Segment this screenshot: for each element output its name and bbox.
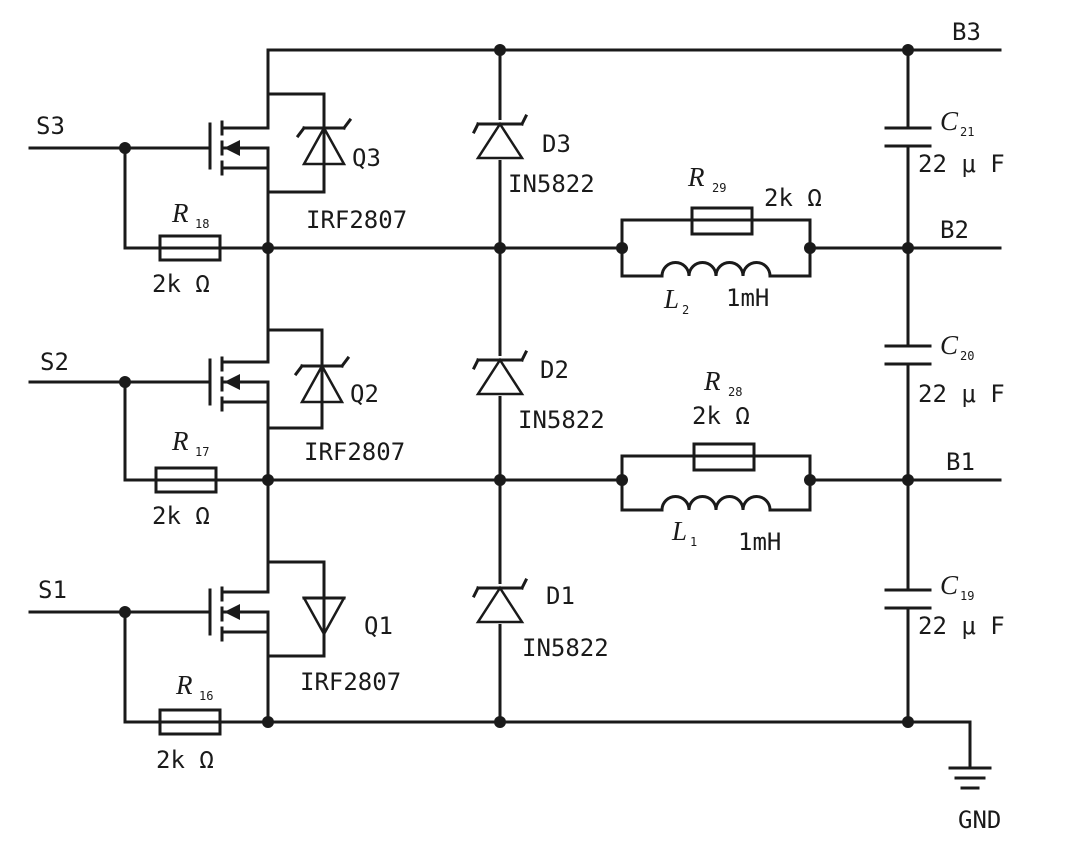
r28-subscript: 28 [728,385,742,399]
r29-subscript: 29 [712,181,726,195]
diode-d3-part: IN5822 [508,170,595,198]
inductor-l2 [620,261,812,278]
c20-value: 22 μ F [918,380,1005,408]
mosfet-q1-name: Q1 [364,612,393,640]
ground-symbol [948,720,992,790]
mosfet-q2-part: IRF2807 [304,438,405,466]
diode-d2 [471,349,529,396]
resistor-r28 [620,442,812,512]
net-label-b2: B2 [940,216,969,244]
r16-value: 2k Ω [156,746,214,774]
r17-value: 2k Ω [152,502,210,530]
r18-subscript: 18 [195,217,209,231]
inductor-l1 [620,495,812,512]
diode-d3-name: D3 [542,130,571,158]
c19-value: 22 μ F [918,612,1005,640]
r18-symbol: R [171,198,189,228]
c21-subscript: 21 [960,125,974,139]
r16-symbol: R [175,670,193,700]
signal-label-s2: S2 [40,348,69,376]
diode-d1-name: D1 [546,582,575,610]
r28-symbol: R [703,366,721,396]
resistor-r29 [620,206,812,278]
capacitor-c20 [884,344,932,366]
mosfet-q1 [208,560,347,658]
resistor-r18 [158,234,222,262]
mosfet-q3 [208,92,353,194]
r29-value: 2k Ω [764,184,822,212]
capacitor-c21 [884,126,932,148]
c21-symbol: C [940,106,959,136]
l2-subscript: 2 [682,303,689,317]
r28-value: 2k Ω [692,402,750,430]
diode-d3 [471,113,529,160]
mosfet-q1-part: IRF2807 [300,668,401,696]
r18-value: 2k Ω [152,270,210,298]
c19-symbol: C [940,570,959,600]
diode-d2-name: D2 [540,356,569,384]
diode-d1 [471,577,529,624]
c21-value: 22 μ F [918,150,1005,178]
net-label-gnd: GND [958,806,1001,834]
junction-dots [119,44,914,728]
mosfet-q2-name: Q2 [350,380,379,408]
resistor-r17 [154,466,218,494]
r29-symbol: R [687,162,705,192]
net-label-b3: B3 [952,18,981,46]
l2-symbol: L [663,284,679,314]
signal-label-s3: S3 [36,112,65,140]
diode-d1-part: IN5822 [522,634,609,662]
capacitor-c19 [884,588,932,610]
mosfet-q3-part: IRF2807 [306,206,407,234]
net-label-b1: B1 [946,448,975,476]
c20-symbol: C [940,330,959,360]
r17-subscript: 17 [195,445,209,459]
c19-subscript: 19 [960,589,974,603]
mosfet-q3-name: Q3 [352,144,381,172]
r16-subscript: 16 [199,689,213,703]
resistor-r16 [158,708,222,736]
r17-symbol: R [171,426,189,456]
c20-subscript: 20 [960,349,974,363]
l1-symbol: L [671,516,687,546]
l1-value: 1mH [738,528,781,556]
mosfet-q2 [208,328,351,430]
diode-d2-part: IN5822 [518,406,605,434]
signal-label-s1: S1 [38,576,67,604]
l1-subscript: 1 [690,535,697,549]
l2-value: 1mH [726,284,769,312]
